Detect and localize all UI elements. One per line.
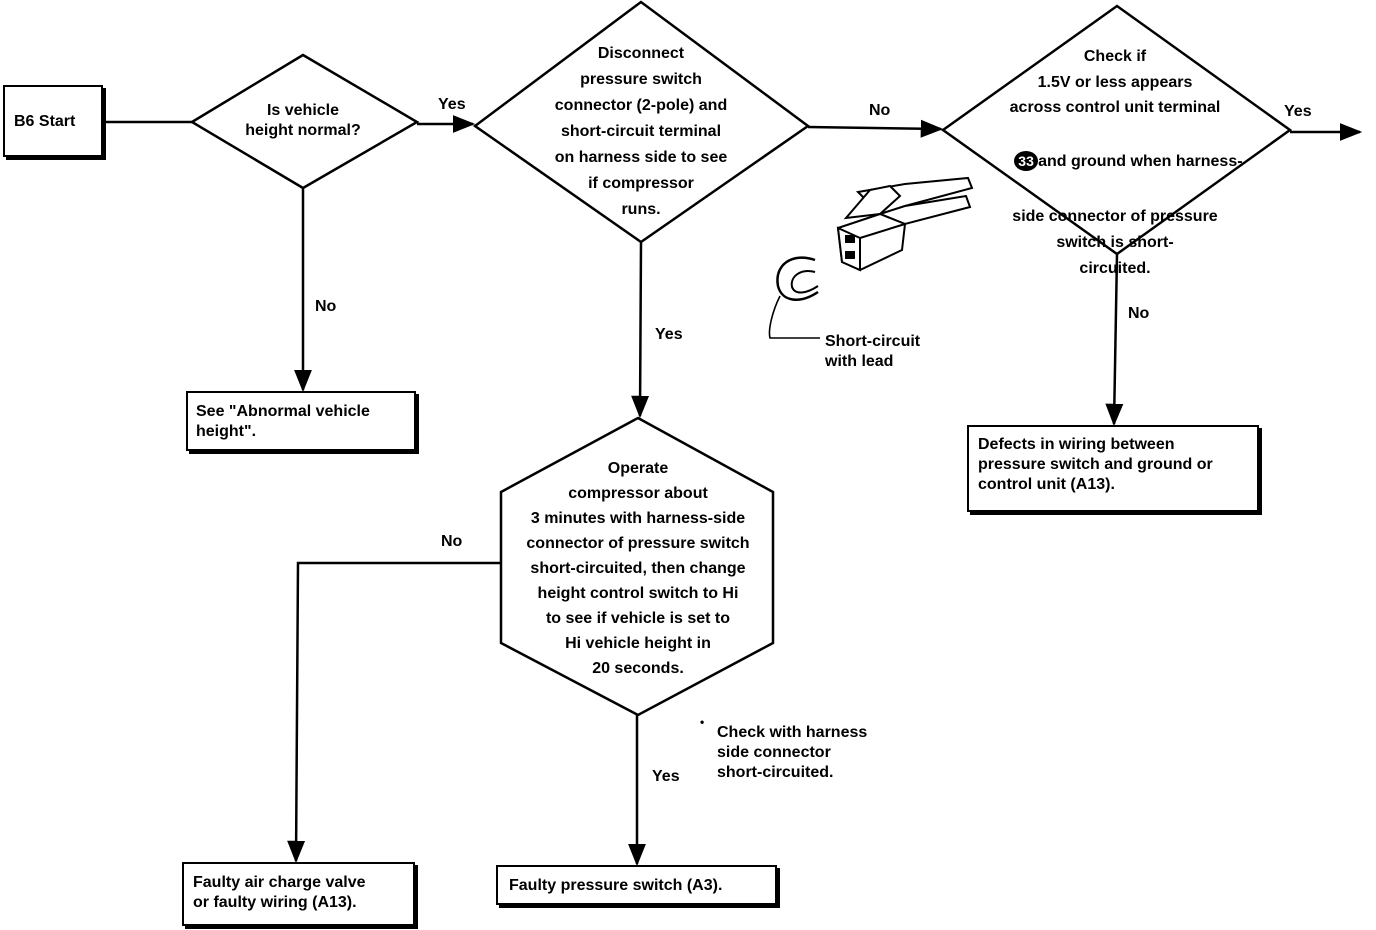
decision-voltage-text: Check if 1.5V or less appears across con… bbox=[975, 44, 1255, 282]
note-bullet: • bbox=[700, 715, 705, 729]
voltage-line-7: circuited. bbox=[1079, 260, 1151, 277]
edge-label-yes-operate: Yes bbox=[652, 768, 680, 785]
note-text: Check with harness side connector short-… bbox=[717, 724, 868, 781]
voltage-line-6: switch is short- bbox=[1056, 234, 1174, 251]
decision-disconnect-text: Disconnect pressure switch connector (2-… bbox=[554, 45, 728, 218]
decision-height-text: Is vehicle height normal? bbox=[245, 102, 361, 139]
result-air-charge-valve-text: Faulty air charge valve or faulty wiring… bbox=[193, 874, 366, 911]
result-abnormal-height-box: See "Abnormal vehicle height". bbox=[186, 391, 416, 451]
edge-label-no-disconnect: No bbox=[869, 102, 891, 119]
voltage-line-3: across control unit terminal bbox=[1009, 99, 1221, 116]
edge-label-yes-height: Yes bbox=[438, 96, 466, 113]
result-wiring-defects-text: Defects in wiring between pressure switc… bbox=[978, 436, 1213, 493]
voltage-line-4-text: and ground when harness- bbox=[1038, 153, 1243, 170]
connector-illustration bbox=[768, 176, 974, 339]
result-air-charge-valve-box: Faulty air charge valve or faulty wiring… bbox=[182, 862, 415, 926]
edge-label-yes-disconnect: Yes bbox=[655, 326, 683, 343]
edge-disconnect-no bbox=[807, 119, 944, 138]
illustration-caption: Short-circuit with lead bbox=[825, 333, 921, 370]
voltage-line-5: side connector of pressure bbox=[1012, 208, 1218, 225]
terminal-33-badge: 33 bbox=[1014, 151, 1039, 171]
voltage-line-1: Check if bbox=[1083, 48, 1147, 65]
decision-voltage-shape bbox=[940, 4, 1293, 256]
edge-disconnect-yes bbox=[631, 241, 650, 419]
edge-label-no-operate: No bbox=[441, 533, 463, 550]
start-box: B6 Start bbox=[3, 85, 103, 157]
edge-voltage-no bbox=[1105, 253, 1124, 427]
edge-label-no-height: No bbox=[315, 298, 337, 315]
result-pressure-switch-box: Faulty pressure switch (A3). bbox=[496, 865, 777, 905]
decision-disconnect-shape bbox=[472, 0, 811, 244]
decision-height-shape bbox=[189, 53, 420, 190]
voltage-line-2: 1.5V or less appears bbox=[1037, 74, 1193, 91]
result-abnormal-height-text: See "Abnormal vehicle height". bbox=[196, 403, 370, 440]
edge-operate-no bbox=[287, 561, 501, 864]
edge-label-yes-voltage: Yes bbox=[1284, 103, 1312, 120]
start-label: B6 Start bbox=[14, 113, 76, 130]
result-pressure-switch-text: Faulty pressure switch (A3). bbox=[509, 877, 723, 894]
decision-operate-text: Operate compressor about 3 minutes with … bbox=[526, 460, 750, 677]
edge-label-no-voltage: No bbox=[1128, 305, 1150, 322]
result-wiring-defects-box: Defects in wiring between pressure switc… bbox=[967, 425, 1259, 512]
